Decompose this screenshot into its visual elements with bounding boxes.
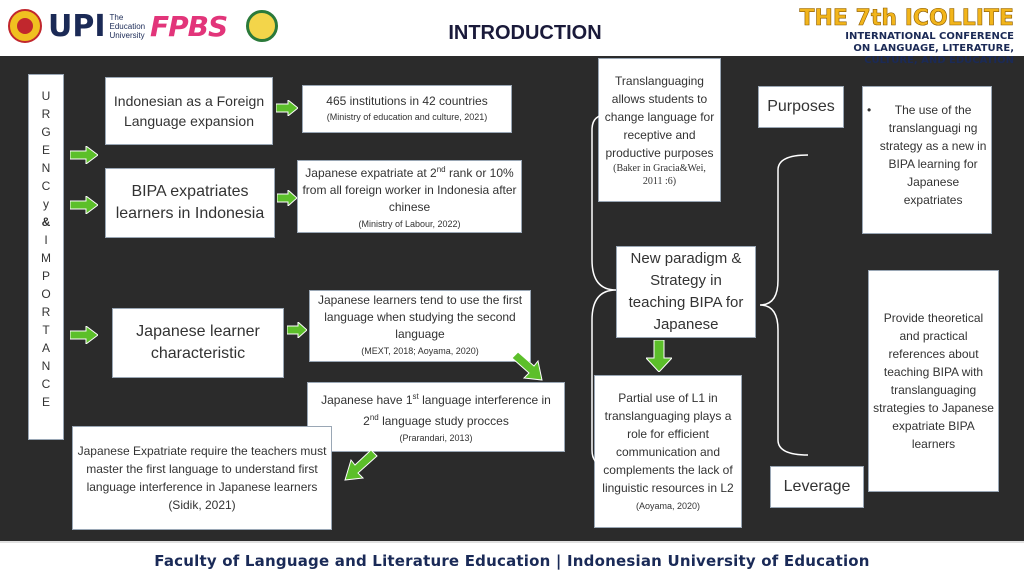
purpose-bullet-box: • The use of the translanguagi ng strate… bbox=[862, 86, 992, 234]
urgency-letter: O bbox=[41, 287, 51, 301]
interference-box: Japanese have 1st language interference … bbox=[307, 382, 565, 452]
urgency-letter: N bbox=[41, 359, 51, 373]
conference-logo: THE 7th ICOLLITE INTERNATIONAL CONFERENC… bbox=[799, 6, 1014, 66]
urgency-letter: E bbox=[41, 395, 50, 409]
crest-logo bbox=[246, 8, 278, 44]
crest-icon bbox=[246, 10, 278, 42]
upi-logo-group: UPI The Education University bbox=[8, 8, 145, 44]
urgency-letter: & bbox=[41, 215, 51, 229]
header-bar: UPI The Education University FPBS INTROD… bbox=[0, 0, 1024, 66]
bipa-expatriates-box: BIPA expatriates learners in Indonesia bbox=[105, 168, 275, 238]
new-paradigm-box: New paradigm & Strategy in teaching BIPA… bbox=[616, 246, 756, 338]
urgency-letter: R bbox=[41, 305, 51, 319]
arrow-down-icon bbox=[646, 340, 672, 372]
partial-use-box: Partial use of L1 in translanguaging pla… bbox=[594, 375, 742, 528]
bullet-icon: • bbox=[867, 103, 872, 117]
right-bracket bbox=[759, 154, 809, 456]
footer-bar: Faculty of Language and Literature Educa… bbox=[0, 541, 1024, 576]
left-bracket bbox=[591, 114, 617, 466]
fpbs-logo-group: FPBS bbox=[150, 8, 228, 44]
urgency-letter: A bbox=[41, 341, 50, 355]
fpbs-logo: FPBS bbox=[150, 9, 228, 43]
arrow-right-icon bbox=[276, 100, 298, 118]
arrow-right-icon bbox=[70, 326, 98, 344]
arrow-right-icon bbox=[287, 322, 307, 340]
urgency-letter: I bbox=[44, 233, 48, 247]
urgency-letter: E bbox=[41, 143, 50, 157]
urgency-letter: R bbox=[41, 107, 51, 121]
arrow-down-left-icon bbox=[343, 450, 379, 482]
footer-text: Faculty of Language and Literature Educa… bbox=[154, 552, 870, 570]
indonesian-foreign-language-box: Indonesian as a Foreign Language expansi… bbox=[105, 77, 273, 145]
provide-references-box: Provide theoretical and practical refere… bbox=[868, 270, 999, 492]
first-language-box: Japanese learners tend to use the first … bbox=[309, 290, 531, 362]
urgency-letter: C bbox=[41, 377, 51, 391]
translanguaging-box: Translanguaging allows students to chang… bbox=[598, 58, 721, 202]
leverage-box: Leverage bbox=[770, 466, 864, 508]
expatriate-rank-box: Japanese expatriate at 2nd rank or 10% f… bbox=[297, 160, 522, 233]
purposes-box: Purposes bbox=[758, 86, 844, 128]
urgency-letter: G bbox=[41, 125, 51, 139]
institutions-box: 465 institutions in 42 countries (Minist… bbox=[302, 85, 512, 133]
teachers-master-box: Japanese Expatriate require the teachers… bbox=[72, 426, 332, 530]
urgency-letter: T bbox=[42, 323, 50, 337]
page-title: INTRODUCTION bbox=[448, 22, 602, 44]
japanese-characteristic-box: Japanese learner characteristic bbox=[112, 308, 284, 378]
urgency-letter: P bbox=[41, 269, 50, 283]
arrow-right-icon bbox=[277, 190, 297, 208]
urgency-letter: C bbox=[41, 179, 51, 193]
urgency-letter: M bbox=[41, 251, 51, 265]
arrow-right-icon bbox=[70, 196, 98, 214]
upi-subtitle: The Education University bbox=[109, 12, 146, 40]
arrow-right-icon bbox=[70, 146, 98, 164]
urgency-letter: U bbox=[41, 89, 51, 103]
university-seal-icon bbox=[8, 9, 42, 43]
urgency-letter: N bbox=[41, 161, 51, 175]
upi-logo: UPI bbox=[48, 8, 106, 44]
arrow-down-right-icon bbox=[510, 352, 544, 382]
urgency-letter: y bbox=[43, 197, 49, 211]
